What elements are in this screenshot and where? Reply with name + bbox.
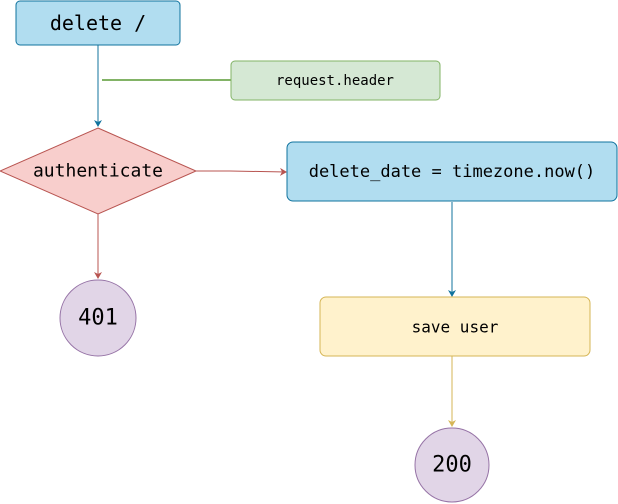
status-200-node[interactable]: 200 (414, 427, 490, 503)
set-delete-date-label: delete_date = timezone.now() (309, 162, 596, 182)
set-delete-date-node[interactable]: delete_date = timezone.now() (286, 141, 618, 202)
save-user-label: save user (412, 318, 499, 337)
start-node-label: delete / (50, 11, 146, 35)
request-header-node[interactable]: request.header (230, 60, 441, 101)
edge-auth-to-set-date (196, 167, 287, 176)
authenticate-label: authenticate (33, 161, 163, 182)
status-401-label: 401 (78, 306, 118, 331)
start-node[interactable]: delete / (15, 0, 181, 46)
status-200-label: 200 (432, 453, 472, 478)
authenticate-decision[interactable]: authenticate (0, 127, 198, 215)
save-user-node[interactable]: save user (319, 296, 591, 357)
status-401-node[interactable]: 401 (59, 279, 137, 357)
request-header-label: request.header (276, 73, 394, 89)
